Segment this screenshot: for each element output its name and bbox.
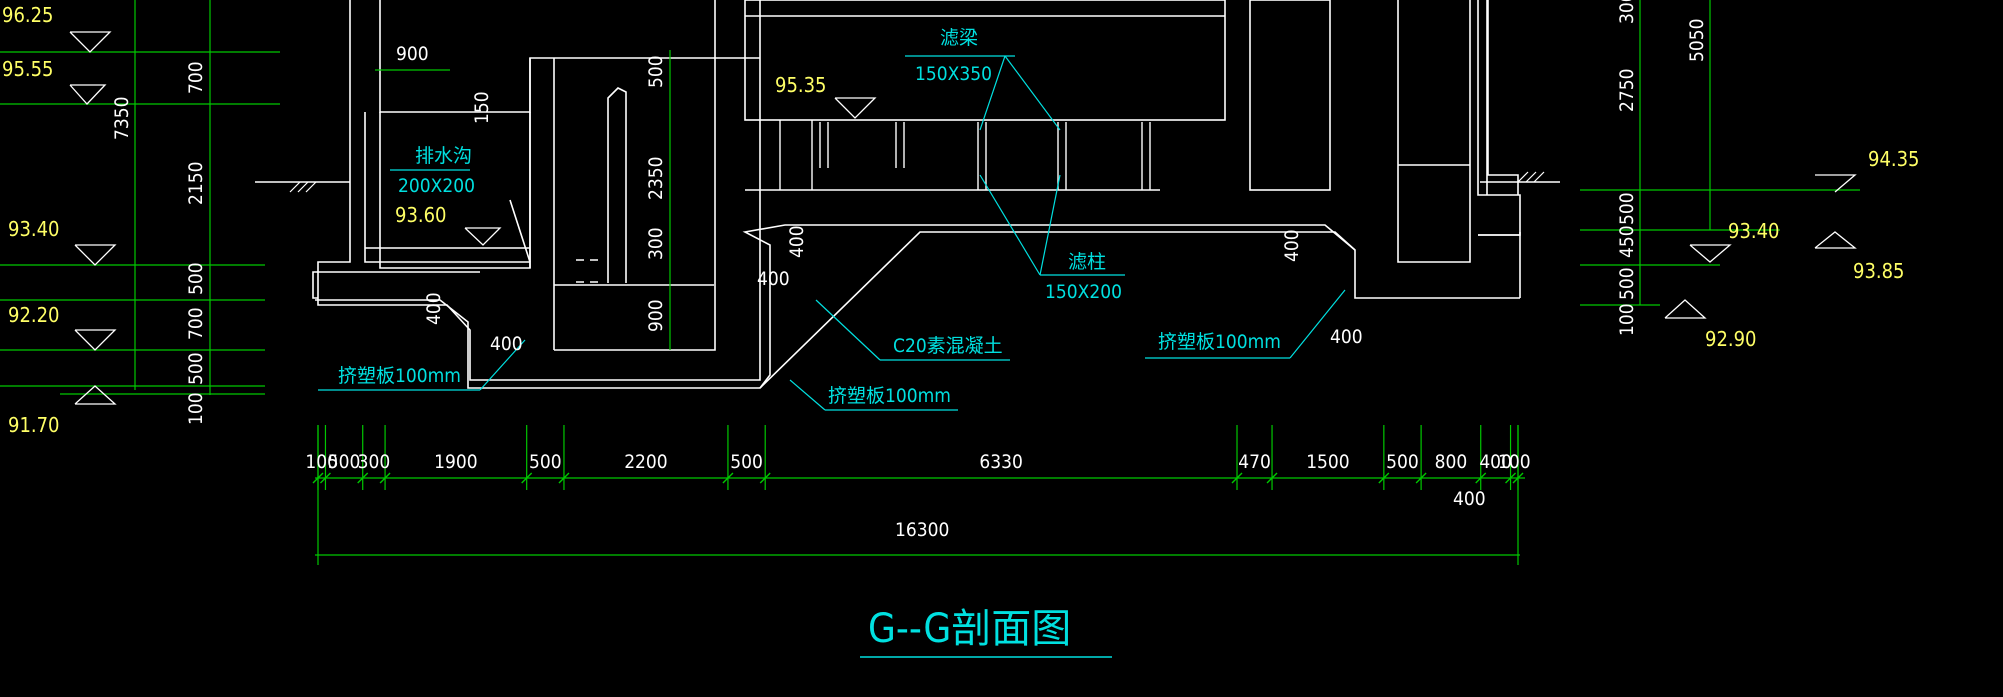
chain-label-0: 100: [305, 451, 338, 473]
chain-label-11: 800: [1435, 451, 1468, 473]
dim-right-bot-3: 100: [1616, 303, 1638, 336]
chain-label-13: 100: [1498, 451, 1531, 473]
chain-label-7: 6330: [979, 451, 1023, 473]
chain-slash-1: [319, 472, 331, 484]
chain-label-6: 500: [730, 451, 763, 473]
elev-internal-1: 93.60: [395, 203, 447, 227]
chain-label-12: 400: [1479, 451, 1512, 473]
chain-slash-0: [312, 472, 324, 484]
dim-right-top-0: 300: [1616, 0, 1638, 24]
dim-chamfer-d: 400: [490, 333, 523, 355]
filter-beam-size: 150X350: [915, 63, 992, 85]
drain-channel-label: 排水沟: [415, 145, 472, 167]
elev-left-4: 91.70: [8, 413, 60, 437]
elev-right-2: 93.85: [1853, 259, 1905, 283]
filter-column-label: 滤柱: [1068, 251, 1106, 273]
filter-beam-label: 滤梁: [940, 27, 978, 49]
dim-chamfer-f: 400: [1330, 326, 1363, 348]
chain-slash-10: [1378, 472, 1390, 484]
dim-chamfer-a: 400: [423, 292, 445, 325]
dim-chamfer-e: 400: [1281, 229, 1303, 262]
chain-label-10: 500: [1386, 451, 1419, 473]
chain-slash-13: [1505, 472, 1517, 484]
dim-chamfer-b: 400: [786, 225, 808, 258]
xps-board-right: 挤塑板100mm: [1158, 331, 1281, 353]
chain-slash-9: [1266, 472, 1278, 484]
elev-left-3: 92.20: [8, 303, 60, 327]
chain-slash-12: [1475, 472, 1487, 484]
elev-left-2: 93.40: [8, 217, 60, 241]
dim-900: 900: [396, 43, 429, 65]
chain-slash-6: [722, 472, 734, 484]
dim-mid-2: 300: [645, 227, 667, 260]
elev-internal-0: 95.35: [775, 73, 827, 97]
chain-slash-11: [1415, 472, 1427, 484]
elev-right-0: 94.35: [1868, 147, 1920, 171]
chain-label-4: 500: [529, 451, 562, 473]
dim-right-bot-1: 450: [1616, 225, 1638, 258]
chain-slash-14: [1512, 472, 1524, 484]
chain-slash-7: [759, 472, 771, 484]
chain-label-8: 470: [1238, 451, 1271, 473]
chain-label-2: 300: [358, 451, 391, 473]
chain-ticks: [312, 425, 1524, 490]
dim-total-label: 16300: [895, 519, 949, 541]
chain-slash-8: [1231, 472, 1243, 484]
chain-slash-4: [521, 472, 533, 484]
dim-left-2: 500: [185, 262, 207, 295]
elevation-markers: [69, 31, 1857, 405]
chain-label-3: 1900: [434, 451, 478, 473]
drain-size-label: 200X200: [398, 175, 475, 197]
dimension-lines: [0, 0, 1860, 565]
elev-right-1: 93.40: [1728, 219, 1780, 243]
dim-bottom-extra: 400: [1453, 488, 1486, 510]
chain-slash-2: [357, 472, 369, 484]
elev-right-3: 92.90: [1705, 327, 1757, 351]
dim-left-0: 700: [185, 61, 207, 94]
filter-column-size: 150X200: [1045, 281, 1122, 303]
chain-label-5: 2200: [624, 451, 668, 473]
dim-right-bot-2: 500: [1616, 267, 1638, 300]
leader-lines: [318, 55, 1346, 411]
dim-mid-3: 900: [645, 299, 667, 332]
dim-left-3: 700: [185, 307, 207, 340]
drawing-title: G--G剖面图: [868, 606, 1071, 652]
structure-lines: [255, 0, 1560, 389]
dim-right-overall: 5050: [1686, 19, 1708, 63]
dim-left-1: 2150: [185, 162, 207, 206]
elev-left-1: 95.55: [2, 57, 54, 81]
chain-slash-5: [558, 472, 570, 484]
xps-board-left: 挤塑板100mm: [338, 365, 461, 387]
dim-right-top-1: 2750: [1616, 69, 1638, 113]
dim-left-overall: 7350: [111, 97, 133, 141]
dim-right-bot-0: 500: [1616, 192, 1638, 225]
dim-small-150: 150: [471, 91, 493, 124]
concrete-label: C20素混凝土: [893, 335, 1003, 357]
chain-label-9: 1500: [1306, 451, 1350, 473]
dim-mid-1: 2350: [645, 157, 667, 201]
chain-slash-3: [379, 472, 391, 484]
dim-left-5: 100: [185, 392, 207, 425]
xps-board-middle: 挤塑板100mm: [828, 385, 951, 407]
chain-label-1: 500: [328, 451, 361, 473]
elev-left-0: 96.25: [2, 3, 54, 27]
dim-left-4: 500: [185, 352, 207, 385]
ground-hatch: [289, 171, 1545, 193]
dim-mid-0: 500: [645, 55, 667, 88]
dim-chamfer-c: 400: [757, 268, 790, 290]
